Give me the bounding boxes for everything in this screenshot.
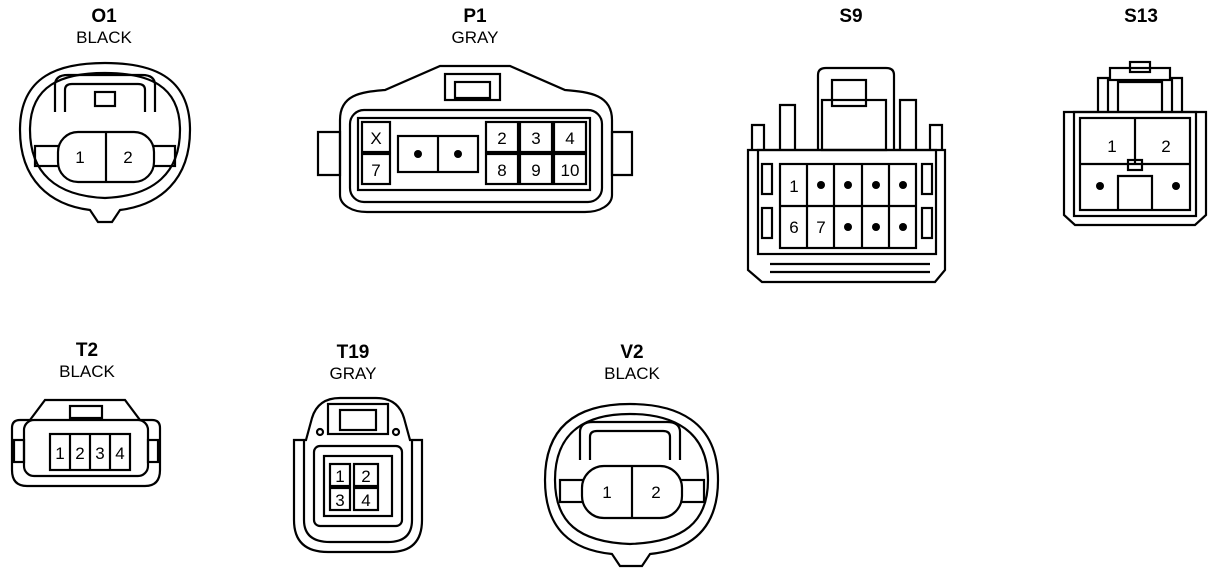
connector-v2-header: V2 BLACK xyxy=(562,342,702,384)
connector-code: O1 xyxy=(91,6,117,27)
pin-label: 4 xyxy=(115,444,124,463)
connector-o1-header: O1 BLACK xyxy=(34,6,174,48)
pin-dot xyxy=(1096,182,1104,190)
connector-color: GRAY xyxy=(451,28,499,47)
connector-s13-header: S13 xyxy=(1071,6,1211,27)
pin-dot xyxy=(844,223,852,231)
pin-label: 9 xyxy=(531,161,540,180)
pin-label: 3 xyxy=(95,444,104,463)
pin-dot xyxy=(1172,182,1180,190)
pin-label: 2 xyxy=(361,467,370,486)
connector-t2-header: T2 BLACK xyxy=(17,340,157,382)
pin-dot xyxy=(817,181,825,189)
pin-label: 1 xyxy=(335,467,344,486)
pin-label: 6 xyxy=(789,218,798,237)
connector-code: S13 xyxy=(1124,6,1158,27)
pin-dot xyxy=(414,150,422,158)
connector-p1-header: P1 GRAY xyxy=(405,6,545,48)
pin-label: 7 xyxy=(371,161,380,180)
connector-color: BLACK xyxy=(59,362,115,381)
pin-dot xyxy=(899,181,907,189)
pin-label: 1 xyxy=(75,148,84,167)
pin-label: 1 xyxy=(789,177,798,196)
pin-label: 2 xyxy=(651,483,660,502)
pin-label: 7 xyxy=(816,218,825,237)
connector-color: GRAY xyxy=(329,364,377,383)
connector-t19-header: T19 GRAY xyxy=(283,342,423,384)
pin-dot xyxy=(454,150,462,158)
connector-code: T2 xyxy=(75,340,99,361)
pin-label: 3 xyxy=(531,129,540,148)
pin-label: 10 xyxy=(561,161,580,180)
connector-code: V2 xyxy=(620,342,644,363)
pin-dot xyxy=(844,181,852,189)
pin-label: 2 xyxy=(497,129,506,148)
pin-label: 4 xyxy=(565,129,574,148)
pin-dot xyxy=(872,181,880,189)
connector-color: BLACK xyxy=(76,28,132,47)
pin-label: 8 xyxy=(497,161,506,180)
pin-label: 2 xyxy=(123,148,132,167)
pin-label: X xyxy=(370,129,381,148)
connector-code: P1 xyxy=(463,6,487,27)
pin-label: 1 xyxy=(1107,137,1116,156)
pin-label: 2 xyxy=(75,444,84,463)
pin-label: 1 xyxy=(55,444,64,463)
connector-code: S9 xyxy=(839,6,863,27)
pin-dot xyxy=(872,223,880,231)
pin-label: 1 xyxy=(602,483,611,502)
pin-label: 4 xyxy=(361,491,370,510)
pin-label: 2 xyxy=(1161,137,1170,156)
pin-dot xyxy=(899,223,907,231)
connector-code: T19 xyxy=(336,342,370,363)
connector-s9-header: S9 xyxy=(781,6,921,27)
connector-color: BLACK xyxy=(604,364,660,383)
pin-label: 3 xyxy=(335,491,344,510)
